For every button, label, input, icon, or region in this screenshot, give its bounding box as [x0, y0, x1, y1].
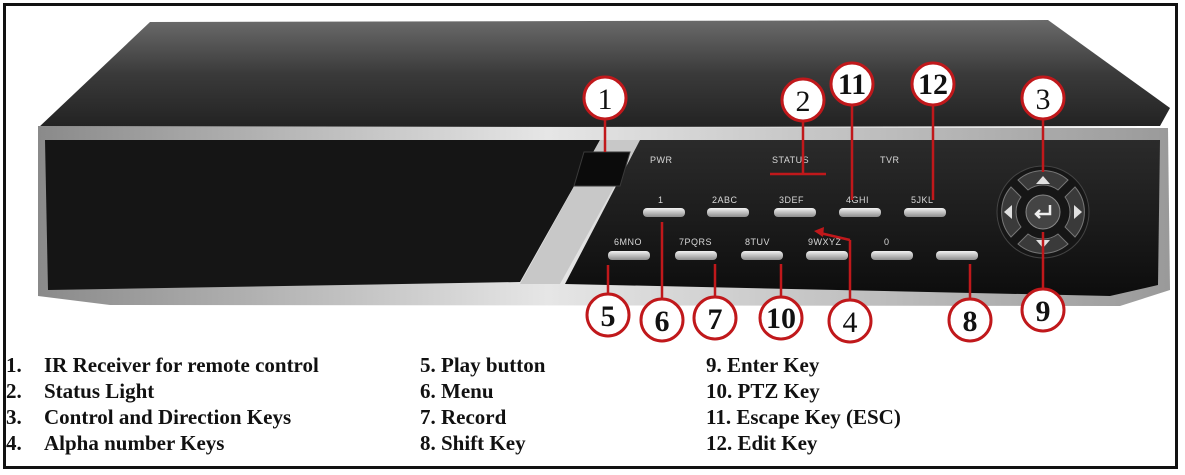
up-arrow-icon [1036, 176, 1050, 184]
callout-2: 2 [780, 77, 826, 123]
key-label-9wxyz: 9WXYZ [808, 237, 842, 247]
svg-text:4: 4 [843, 306, 858, 339]
svg-text:1: 1 [598, 83, 613, 116]
callout-7: 7 [692, 295, 738, 341]
legend-item: 6. Menu [420, 379, 494, 403]
key-2abc-button[interactable] [707, 208, 749, 217]
shift-key-button[interactable] [936, 251, 978, 260]
legend-text: Alpha number Keys [44, 431, 225, 455]
legend-number: 3. [6, 405, 22, 429]
svg-text:12: 12 [918, 68, 948, 101]
legend-item: 2. Status Light [6, 378, 319, 404]
enter-button[interactable] [1025, 194, 1061, 230]
legend-item: 10. PTZ Key [706, 379, 820, 403]
callout-8: 8 [947, 297, 993, 343]
legend-text: Control and Direction Keys [44, 405, 292, 429]
svg-text:9: 9 [1036, 295, 1051, 328]
callout-10: 10 [758, 295, 804, 341]
key-6mno-button[interactable] [608, 251, 650, 260]
svg-text:3: 3 [1036, 83, 1051, 116]
callout-leaders [603, 104, 1045, 300]
key-3def-button[interactable] [774, 208, 816, 217]
key-0-button[interactable] [871, 251, 913, 260]
tvr-indicator-label: TVR [880, 155, 900, 165]
legend-item: 8. Shift Key [420, 431, 526, 455]
legend-number: 2. [6, 379, 22, 403]
legend-item: 12. Edit Key [706, 431, 818, 455]
dvr-top-cover [38, 20, 1170, 128]
legend-item: 1. IR Receiver for remote control [6, 352, 319, 378]
pwr-indicator-label: PWR [650, 155, 673, 165]
legend-item: 3. Control and Direction Keys [6, 404, 319, 430]
legend-item: 9. Enter Key [706, 353, 820, 377]
legend-item: 7. Record [420, 405, 507, 429]
figure-frame [3, 3, 1178, 469]
dvr-diagram: PWR STATUS TVR 1 2ABC 3DEF 4GHI 5JKL 6MN… [38, 20, 1170, 344]
left-arrow-icon [1004, 205, 1012, 219]
legend-item: 4. Alpha number Keys [6, 430, 319, 456]
key-label-4ghi: 4GHI [846, 195, 869, 205]
legend-text: Status Light [44, 379, 155, 403]
callout-12: 12 [910, 61, 956, 107]
legend-text: IR Receiver for remote control [44, 353, 319, 377]
svg-text:11: 11 [838, 68, 866, 101]
key-label-5jkl: 5JKL [911, 195, 934, 205]
svg-text:2: 2 [796, 85, 811, 118]
legend-item: 5. Play button [420, 353, 546, 377]
callout-9: 9 [1020, 287, 1066, 333]
arrowhead-icon [814, 227, 824, 237]
callout-1: 1 [582, 75, 628, 121]
svg-text:7: 7 [708, 303, 723, 336]
legend-column-1: 1. IR Receiver for remote control 2. Statu… [6, 352, 319, 456]
key-label-3def: 3DEF [779, 195, 804, 205]
dvr-left-window [45, 140, 600, 290]
callout-5: 5 [585, 292, 631, 338]
key-label-0: 0 [884, 237, 890, 247]
key-1-button[interactable] [643, 208, 685, 217]
legend-column-2: 5. Play button 6. Menu 7. Record 8. Shif… [420, 352, 545, 456]
key-label-7pqrs: 7PQRS [679, 237, 712, 247]
svg-text:10: 10 [766, 302, 796, 335]
legend-column-3: 9. Enter Key 10. PTZ Key 11. Escape Key … [706, 352, 901, 456]
legend-item: 11. Escape Key (ESC) [706, 405, 901, 429]
key-label-8tuv: 8TUV [745, 237, 770, 247]
ir-receiver [573, 151, 631, 187]
callout-4: 4 [827, 298, 873, 344]
callout-6: 6 [639, 297, 685, 343]
legend-number: 4. [6, 431, 22, 455]
key-label-2abc: 2ABC [712, 195, 738, 205]
legend-number: 1. [6, 353, 22, 377]
svg-text:5: 5 [601, 300, 616, 333]
key-9wxyz-button[interactable] [806, 251, 848, 260]
svg-text:6: 6 [655, 305, 670, 338]
right-arrow-icon [1074, 205, 1082, 219]
callout-3: 3 [1020, 75, 1066, 121]
key-7pqrs-button[interactable] [675, 251, 717, 260]
callout-11: 11 [829, 61, 875, 107]
key-label-6mno: 6MNO [614, 237, 642, 247]
key-label-1: 1 [658, 195, 664, 205]
key-4ghi-button[interactable] [839, 208, 881, 217]
enter-icon [1034, 205, 1052, 219]
svg-text:8: 8 [963, 305, 978, 338]
key-8tuv-button[interactable] [741, 251, 783, 260]
status-indicator-label: STATUS [772, 155, 809, 165]
key-5jkl-button[interactable] [904, 208, 946, 217]
